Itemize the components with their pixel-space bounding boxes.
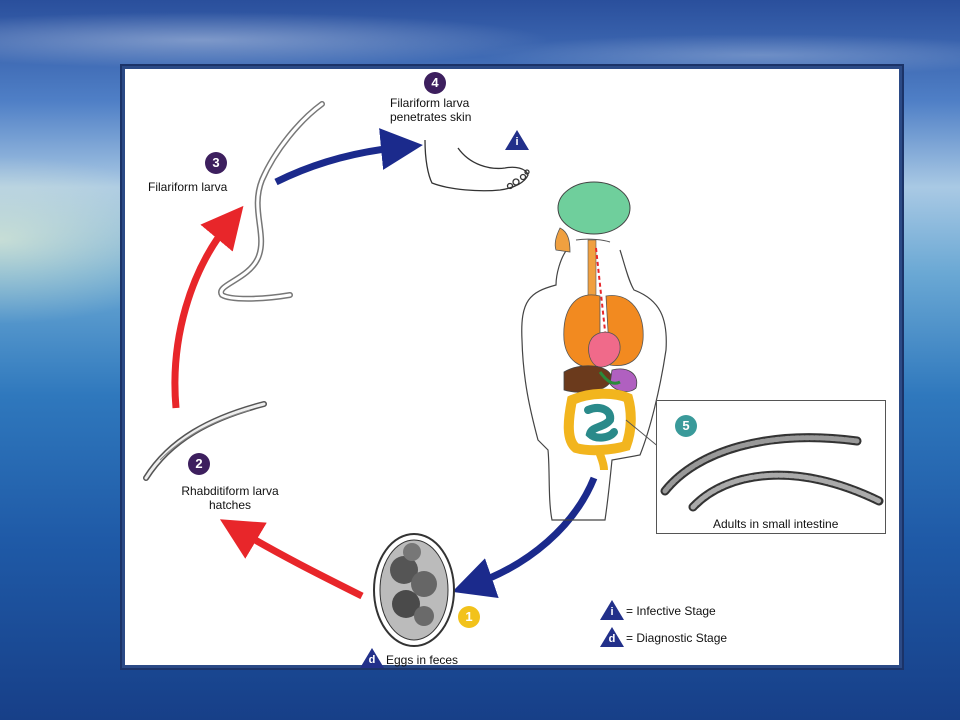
diagnostic-marker-letter: d [368,654,376,666]
legend-diagnostic-letter: d [608,633,616,645]
adult-worms-inset: 5 Adults in small intestine [656,400,886,534]
stage-5-badge: 5 [675,415,697,437]
legend-infective-letter: i [610,606,614,618]
rhabditiform-larva-drawing [143,401,267,481]
legend-diagnostic-text: = Diagnostic Stage [626,631,728,645]
infective-marker-letter: i [515,136,519,148]
legend-diagnostic-icon: d [600,627,624,647]
stage-5-label: Adults in small intestine [713,517,839,531]
egg-drawing [373,533,455,647]
stage-2-label: Rhabditiform larva hatches [160,484,300,512]
legend-infective-icon: i [600,600,624,620]
arrow-adults-to-eggs [452,476,598,598]
arrow-filariform-to-skin [274,128,423,186]
stage-2-label-line1: Rhabditiform larva [181,484,279,498]
stage-2-badge: 2 [188,453,210,475]
stage-3-badge: 3 [205,152,227,174]
arrow-rhabditiform-to-filariform [171,205,244,409]
diagnostic-stage-marker: d [360,648,384,668]
stage-4-label-line1: Filariform larva [390,96,470,110]
arrow-eggs-to-rhabditiform [219,519,364,600]
human-body-drawing [521,181,667,521]
stage-1-label: Eggs in feces [386,653,459,667]
infective-stage-marker: i [505,130,529,150]
filariform-larva-drawing [218,101,325,302]
stage-3-label: Filariform larva [148,180,228,194]
stage-2-label-line2: hatches [208,498,252,512]
stage-1-badge: 1 [458,606,480,628]
legend-infective-text: = Infective Stage [626,604,716,618]
adult-worms-drawing [660,433,884,512]
stage-4-badge: 4 [424,72,446,94]
stage-4-label: Filariform larva penetrates skin [390,96,510,124]
stage-4-label-line2: penetrates skin [390,110,472,124]
foot-drawing [424,139,530,192]
